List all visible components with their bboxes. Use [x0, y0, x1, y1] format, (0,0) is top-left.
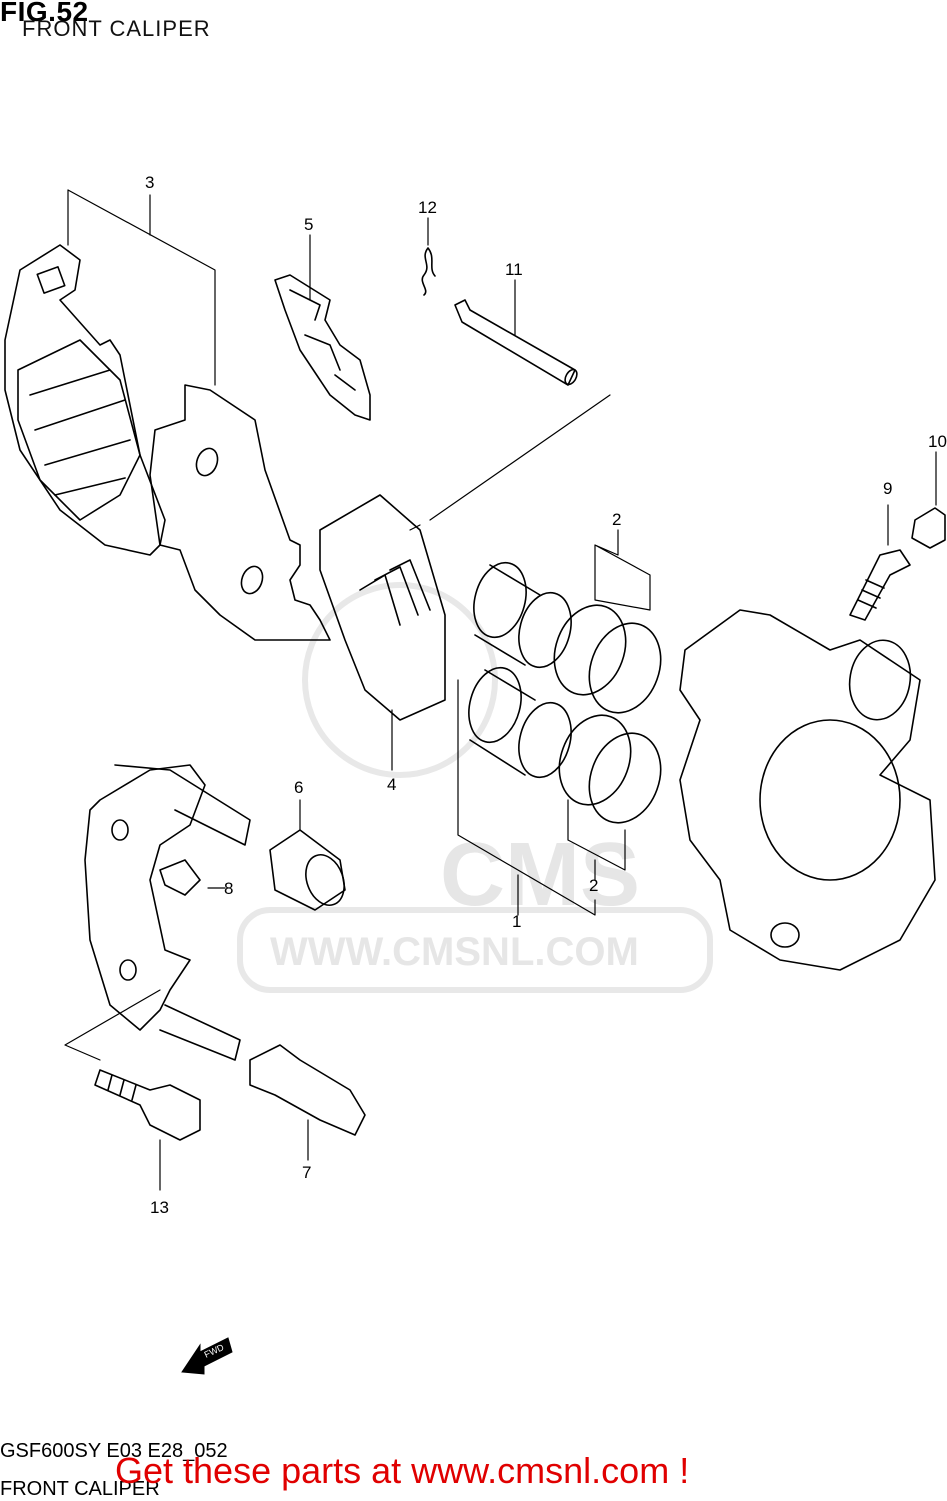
callout-2-upper: 2	[612, 510, 621, 529]
callout-2-lower: 2	[589, 876, 598, 895]
caliper-body	[679, 609, 936, 971]
fwd-arrow-icon: FWD	[181, 1337, 233, 1375]
cta-link[interactable]: Get these parts at www.cmsnl.com !	[115, 1450, 690, 1491]
pad-pin	[454, 299, 578, 386]
callout-8: 8	[224, 879, 233, 898]
pad-shim	[319, 494, 446, 721]
bleeder-valve	[849, 549, 911, 621]
piston-lower	[468, 666, 572, 779]
callout-10: 10	[928, 432, 947, 451]
figure-subtitle: FRONT CALIPER	[22, 16, 211, 41]
mounting-bolt	[94, 1069, 201, 1141]
footer-model-code: GSF600SY E03 E28_052	[0, 1440, 228, 1462]
brake-pad-inner	[149, 384, 331, 641]
callout-3: 3	[145, 173, 154, 192]
footer-section-name: FRONT CALIPER	[0, 1478, 160, 1500]
callout-9: 9	[883, 479, 892, 498]
callout-13: 13	[150, 1198, 169, 1217]
watermark-url: WWW.CMSNL.COM	[270, 930, 639, 974]
brake-pad-outer	[4, 244, 166, 556]
callout-1: 1	[512, 912, 521, 931]
pin-boot	[269, 829, 346, 911]
callout-6: 6	[294, 778, 303, 797]
figure-label: FIG.52	[0, 0, 89, 27]
callout-5: 5	[304, 215, 313, 234]
callout-4: 4	[387, 775, 396, 794]
bracket-clip	[159, 859, 201, 896]
piston-upper	[473, 561, 572, 669]
watermark: CMS WWW.CMSNL.COM	[237, 582, 713, 993]
leader-lines	[64, 189, 937, 1191]
slide-pin	[249, 1044, 366, 1136]
caliper-bracket	[84, 764, 251, 1061]
callout-11: 11	[505, 260, 523, 279]
bleeder-cap	[911, 507, 946, 549]
retaining-clip	[421, 247, 436, 296]
callout-12: 12	[418, 198, 437, 217]
piston-seals	[553, 604, 662, 824]
callout-7: 7	[302, 1163, 311, 1182]
pad-spring	[274, 274, 371, 421]
callouts: 3 5 12 11 10 9 2 4 6 8 2 1 7 13	[145, 173, 947, 1217]
